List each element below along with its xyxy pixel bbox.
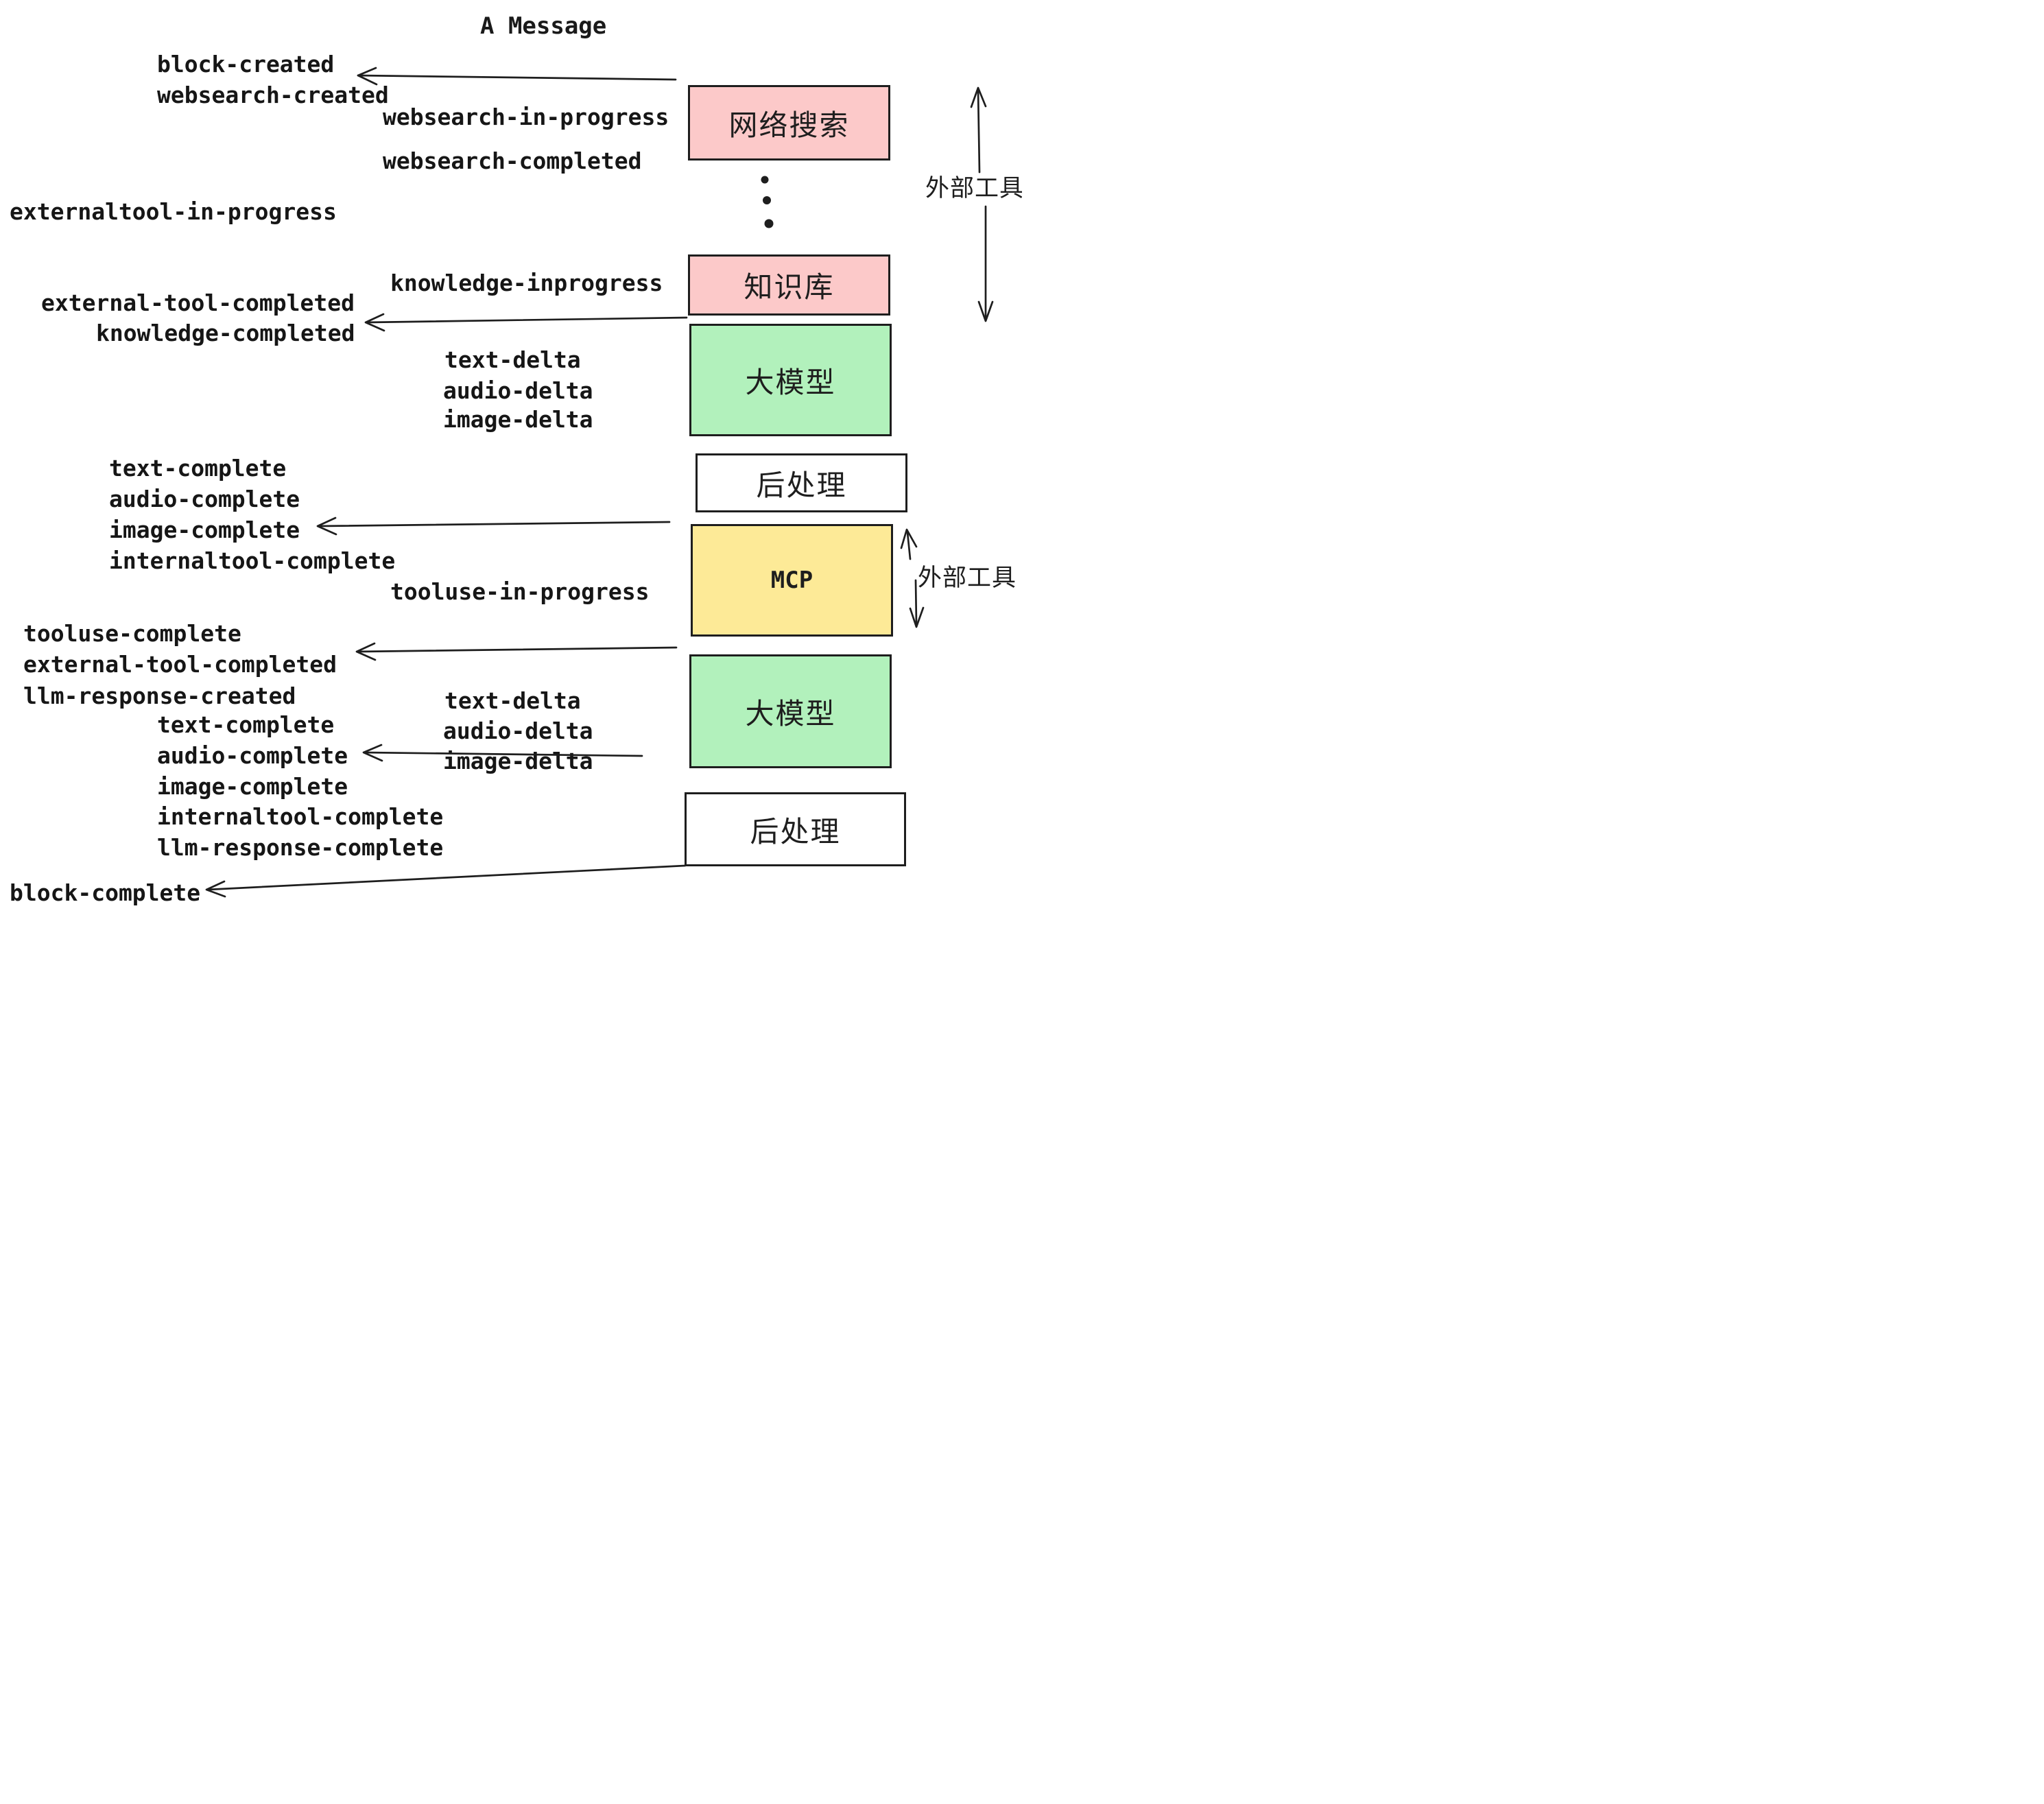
event-label-external-tool-completed-1: external-tool-completed bbox=[41, 289, 355, 316]
event-label-image-complete-2: image-complete bbox=[157, 773, 348, 800]
box-knowledge: 知识库 bbox=[688, 254, 890, 316]
event-label-audio-delta-1: audio-delta bbox=[443, 377, 593, 404]
external-tools-top-up-arrow bbox=[970, 86, 987, 174]
event-label-externaltool-in-progress: externaltool-in-progress bbox=[10, 198, 337, 225]
box-llm-top-label: 大模型 bbox=[745, 365, 836, 399]
event-label-internaltool-complete-1: internaltool-complete bbox=[109, 547, 396, 574]
arrow-knowledge-completed bbox=[364, 313, 688, 332]
box-llm-bottom-label: 大模型 bbox=[745, 696, 836, 731]
box-llm-bottom: 大模型 bbox=[689, 654, 892, 768]
box-post-top-label: 后处理 bbox=[756, 468, 847, 502]
box-websearch: 网络搜索 bbox=[688, 85, 890, 161]
external-tools-mid-up-arrow bbox=[900, 528, 918, 560]
side-label-external-tools-mid: 外部工具 bbox=[918, 565, 1017, 592]
arrow-tooluse-complete bbox=[355, 642, 678, 661]
box-llm-top: 大模型 bbox=[689, 324, 892, 436]
event-label-audio-complete-2: audio-complete bbox=[157, 742, 348, 769]
box-mcp-label: MCP bbox=[770, 567, 813, 594]
event-label-internaltool-complete-2: internaltool-complete bbox=[157, 803, 444, 830]
diagram-canvas: A Message block-created websearch-create… bbox=[0, 0, 1022, 909]
event-label-knowledge-completed: knowledge-completed bbox=[96, 320, 355, 346]
box-post-top: 后处理 bbox=[696, 453, 907, 512]
box-post-bottom: 后处理 bbox=[685, 792, 906, 866]
arrow-block-complete bbox=[205, 864, 687, 898]
event-label-text-delta-1: text-delta bbox=[444, 346, 581, 373]
event-label-audio-complete-1: audio-complete bbox=[109, 486, 300, 512]
event-label-block-complete: block-complete bbox=[10, 879, 201, 906]
box-post-bottom-label: 后处理 bbox=[750, 814, 841, 848]
event-label-block-created: block-created bbox=[157, 51, 335, 78]
event-label-knowledge-inprogress: knowledge-inprogress bbox=[390, 270, 663, 296]
event-label-websearch-completed: websearch-completed bbox=[383, 147, 642, 174]
event-label-tooluse-complete: tooluse-complete bbox=[23, 620, 241, 647]
event-label-llm-response-complete: llm-response-complete bbox=[157, 834, 444, 861]
diagram-title: A Message bbox=[480, 12, 607, 40]
arrow-websearch-created bbox=[357, 67, 677, 86]
event-label-llm-response-created: llm-response-created bbox=[23, 683, 296, 709]
ellipsis-dots-icon bbox=[761, 176, 774, 228]
external-tools-top-down-arrow bbox=[977, 205, 994, 322]
event-label-image-delta-1: image-delta bbox=[443, 406, 593, 433]
event-label-audio-delta-2: audio-delta bbox=[443, 717, 593, 744]
event-label-text-complete-2: text-complete bbox=[157, 711, 335, 738]
arrow-internal-complete bbox=[316, 517, 671, 536]
event-label-websearch-in-progress: websearch-in-progress bbox=[383, 104, 669, 130]
side-label-external-tools-top: 外部工具 bbox=[925, 175, 1022, 202]
event-label-websearch-created: websearch-created bbox=[157, 82, 389, 108]
event-label-image-complete-1: image-complete bbox=[109, 517, 300, 543]
event-label-text-complete-1: text-complete bbox=[109, 455, 287, 482]
event-label-tooluse-in-progress: tooluse-in-progress bbox=[390, 578, 650, 605]
event-label-image-delta-2: image-delta bbox=[443, 748, 593, 774]
event-label-text-delta-2: text-delta bbox=[444, 687, 581, 714]
event-label-external-tool-completed-2: external-tool-completed bbox=[23, 651, 337, 678]
box-websearch-label: 网络搜索 bbox=[728, 108, 850, 142]
box-mcp: MCP bbox=[691, 524, 893, 637]
box-knowledge-label: 知识库 bbox=[744, 270, 835, 304]
